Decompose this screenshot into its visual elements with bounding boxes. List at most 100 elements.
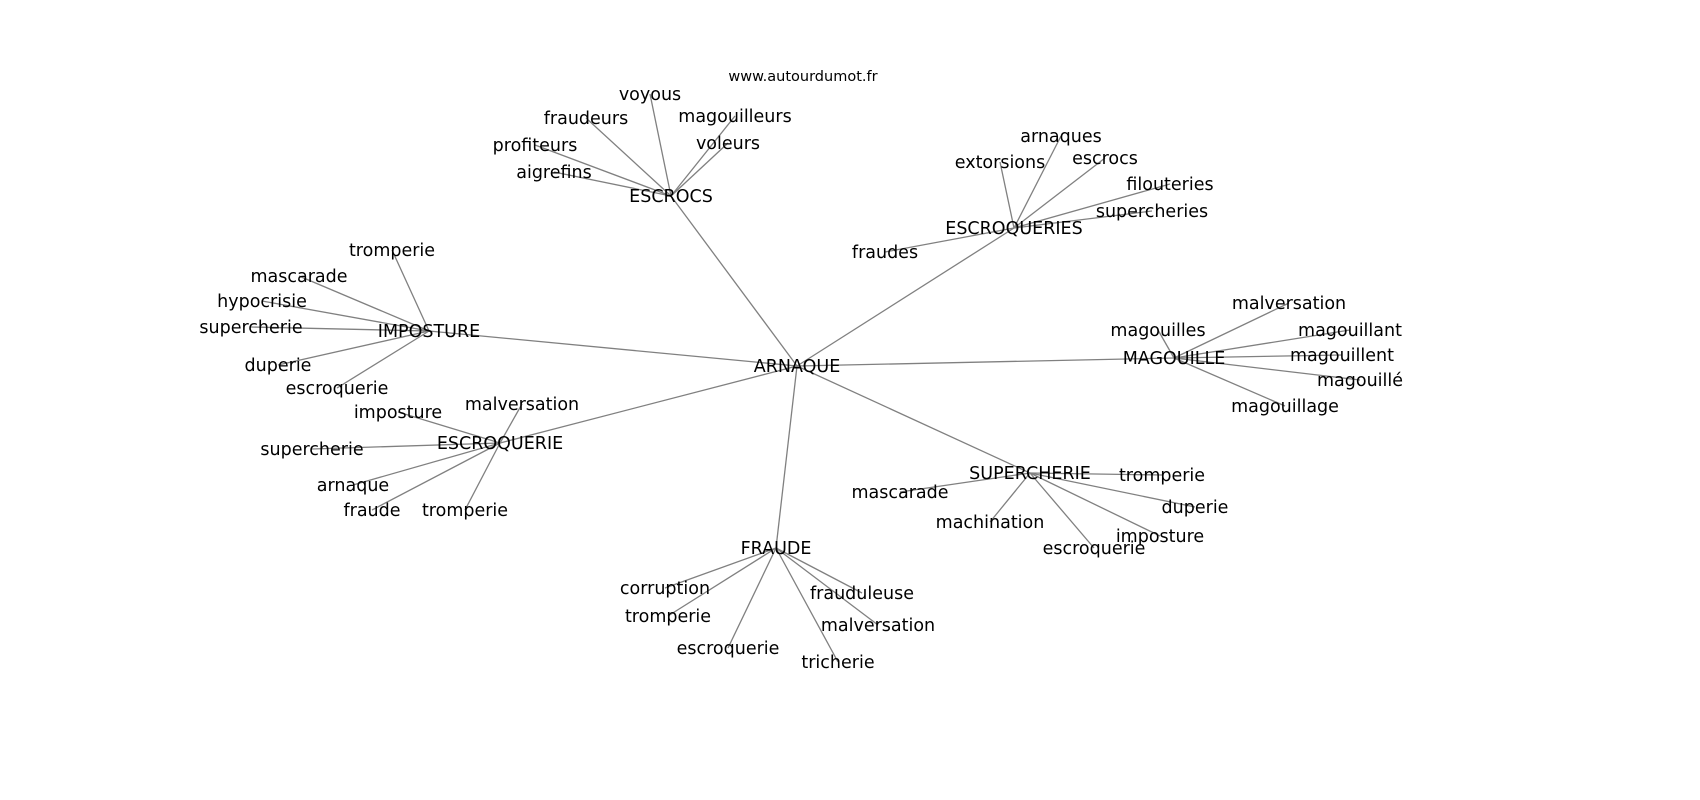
root-node-label: ARNAQUE xyxy=(754,357,841,377)
leaf-node-label: magouillé xyxy=(1317,371,1403,391)
leaf-node-label: frauduleuse xyxy=(810,584,914,604)
edge-hub-to-leaf xyxy=(1013,157,1106,229)
edge-hub-to-leaf xyxy=(775,547,839,663)
hub-node-label: ESCROQUERIES xyxy=(945,219,1082,239)
edge-hub-to-leaf xyxy=(667,547,777,617)
leaf-node-label: escroquerie xyxy=(1043,539,1146,559)
edge-root-to-hub xyxy=(499,365,798,444)
edge-hub-to-leaf xyxy=(1157,329,1175,359)
leaf-node-label: escroquerie xyxy=(286,379,389,399)
edge-hub-to-leaf xyxy=(1173,357,1286,407)
edge-root-to-hub xyxy=(796,357,1175,367)
edge-hub-to-leaf xyxy=(899,472,1031,493)
leaf-node-label: corruption xyxy=(620,579,710,599)
leaf-node-label: magouilleurs xyxy=(678,107,791,127)
edge-root-to-hub xyxy=(796,365,1031,474)
leaf-node-label: malversation xyxy=(821,616,935,636)
edge-root-to-hub xyxy=(796,227,1015,367)
leaf-node-label: tromperie xyxy=(422,501,508,521)
hub-node-label: FRAUDE xyxy=(741,539,812,559)
leaf-node-label: supercheries xyxy=(1096,202,1208,222)
edge-hub-to-leaf xyxy=(775,547,863,594)
edge-hub-to-leaf xyxy=(1029,472,1163,476)
edge-hub-to-leaf xyxy=(298,275,430,332)
leaf-node-label: mascarade xyxy=(250,267,347,287)
edge-hub-to-leaf xyxy=(1029,472,1196,508)
leaf-node-label: fraudeurs xyxy=(544,109,628,129)
leaf-node-label: malversation xyxy=(1232,294,1346,314)
leaf-node-label: voleurs xyxy=(696,134,760,154)
leaf-node-label: magouilles xyxy=(1110,321,1205,341)
leaf-node-label: tromperie xyxy=(1119,466,1205,486)
edge-root-to-hub xyxy=(428,330,798,367)
edge-hub-to-leaf xyxy=(649,93,672,197)
leaf-node-label: magouillage xyxy=(1231,397,1339,417)
leaf-node-label: imposture xyxy=(354,403,442,423)
hub-node-label: ESCROCS xyxy=(629,187,713,207)
edge-hub-to-leaf xyxy=(250,326,430,332)
leaf-node-label: mascarade xyxy=(851,483,948,503)
leaf-node-label: duperie xyxy=(1162,498,1229,518)
leaf-node-label: malversation xyxy=(465,395,579,415)
edge-hub-to-leaf xyxy=(1173,357,1361,381)
edge-hub-to-leaf xyxy=(311,442,501,450)
edge-root-to-hub xyxy=(775,365,798,549)
edge-hub-to-leaf xyxy=(336,330,430,389)
edge-hub-to-leaf xyxy=(553,171,672,197)
leaf-node-label: magouillent xyxy=(1290,346,1394,366)
edge-hub-to-leaf xyxy=(1013,210,1153,229)
hub-node-label: MAGOUILLE xyxy=(1123,349,1226,369)
edge-hub-to-leaf xyxy=(999,161,1015,229)
edge-hub-to-leaf xyxy=(775,547,879,626)
edge-hub-to-leaf xyxy=(277,330,430,366)
leaf-node-label: supercherie xyxy=(199,318,302,338)
edge-hub-to-leaf xyxy=(1029,472,1095,549)
site-title: www.autourdumot.fr xyxy=(728,69,877,85)
leaf-node-label: hypocrisie xyxy=(217,292,307,312)
edge-hub-to-leaf xyxy=(670,142,729,197)
edge-hub-to-leaf xyxy=(884,227,1015,253)
leaf-node-label: extorsions xyxy=(955,153,1045,173)
leaf-node-label: profiteurs xyxy=(493,136,578,156)
leaf-node-label: fraude xyxy=(343,501,400,521)
edge-hub-to-leaf xyxy=(1013,135,1062,229)
hub-node-label: ESCROQUERIE xyxy=(437,434,563,454)
leaf-node-label: arnaques xyxy=(1020,127,1102,147)
leaf-node-label: duperie xyxy=(245,356,312,376)
edge-hub-to-leaf xyxy=(1029,472,1161,537)
edge-hub-to-leaf xyxy=(261,300,430,332)
edge-hub-to-leaf xyxy=(371,442,501,511)
edge-hub-to-leaf xyxy=(391,249,430,332)
edge-hub-to-leaf xyxy=(464,442,501,511)
leaf-node-label: escroquerie xyxy=(677,639,780,659)
leaf-node-label: escrocs xyxy=(1072,149,1138,169)
edge-hub-to-leaf xyxy=(352,442,501,486)
edge-hub-to-leaf xyxy=(727,547,777,649)
leaf-node-label: filouteries xyxy=(1126,175,1213,195)
edge-root-to-hub xyxy=(670,195,798,367)
leaf-node-label: tricherie xyxy=(801,653,874,673)
hub-node-label: IMPOSTURE xyxy=(378,322,480,342)
edge-hub-to-leaf xyxy=(585,117,672,197)
edge-hub-to-leaf xyxy=(670,115,736,197)
edge-hub-to-leaf xyxy=(1173,329,1351,359)
edge-hub-to-leaf xyxy=(499,403,523,444)
leaf-node-label: aigrefins xyxy=(516,163,592,183)
leaf-node-label: supercherie xyxy=(260,440,363,460)
leaf-node-label: fraudes xyxy=(852,243,918,263)
edge-hub-to-leaf xyxy=(664,547,777,589)
leaf-node-label: imposture xyxy=(1116,527,1204,547)
edge-hub-to-leaf xyxy=(1013,183,1171,229)
edge-hub-to-leaf xyxy=(534,144,672,197)
leaf-node-label: machination xyxy=(936,513,1045,533)
leaf-node-label: arnaque xyxy=(317,476,389,496)
leaf-node-label: voyous xyxy=(619,85,681,105)
edge-hub-to-leaf xyxy=(989,472,1031,523)
edge-hub-to-leaf xyxy=(397,411,501,444)
leaf-node-label: magouillant xyxy=(1298,321,1402,341)
edge-hub-to-leaf xyxy=(1173,354,1343,359)
leaf-node-label: tromperie xyxy=(625,607,711,627)
leaf-node-label: tromperie xyxy=(349,241,435,261)
